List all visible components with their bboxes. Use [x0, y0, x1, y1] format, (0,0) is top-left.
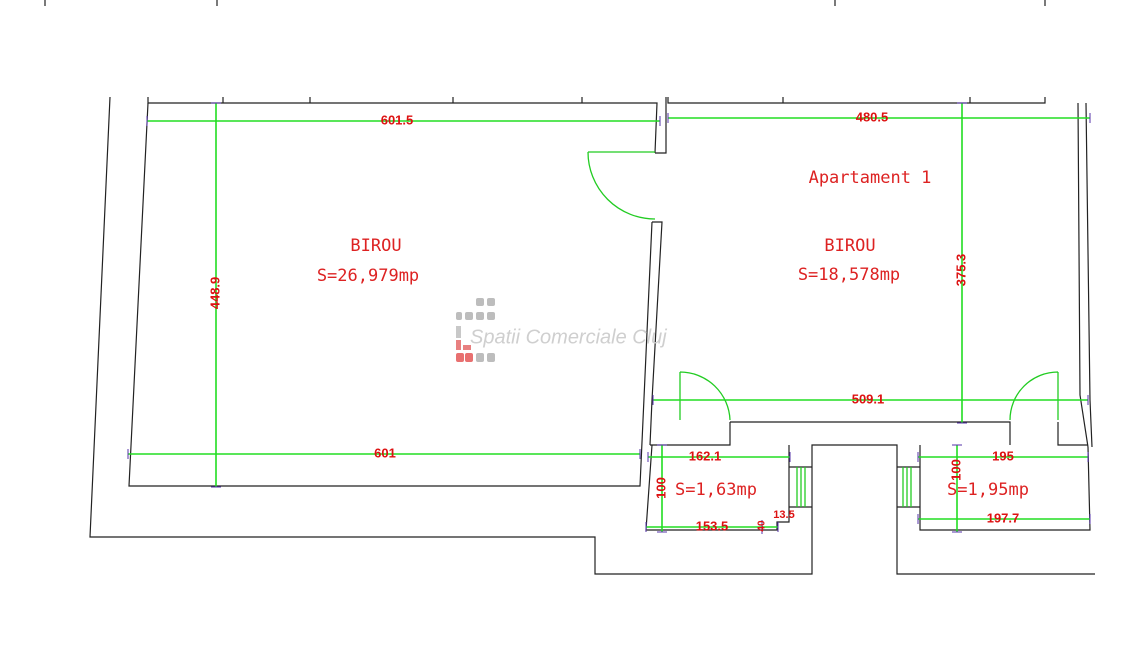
doors	[587, 151, 1059, 421]
watermark-text: Spatii Comerciale Cluj	[470, 326, 667, 348]
watermark-logo: Spatii Comerciale Cluj	[456, 298, 667, 362]
dim-top-right: 480.5	[856, 109, 889, 124]
room-name: BIROU	[824, 236, 875, 256]
dim-small1-bottom: 153.5	[696, 518, 729, 533]
room-area: S=1,63mp	[675, 480, 757, 500]
dim-small2-top: 195	[992, 448, 1014, 463]
dim-small2-bottom: 197.7	[987, 510, 1020, 525]
room-labels: Apartament 1 BIROU S=26,979mp BIROU S=18…	[317, 168, 1029, 500]
dim-right-height: 375.3	[953, 254, 968, 287]
dim-bottom-left: 601	[374, 445, 396, 460]
dim-small1-height: 100	[653, 477, 668, 499]
room-name: BIROU	[350, 236, 401, 256]
room-area: S=26,979mp	[317, 266, 419, 286]
dim-small1-step: 13.5	[773, 509, 794, 521]
dimension-labels: 601.5 480.5 448.9 375.3 509.1 601 162.1 …	[207, 109, 1019, 533]
dim-small2-height: 100	[948, 459, 963, 481]
apartment-label: Apartament 1	[809, 168, 932, 188]
dim-left-height: 448.9	[207, 277, 222, 310]
walls	[44, 0, 1095, 575]
dim-right-bottom: 509.1	[852, 391, 885, 406]
dim-top-left: 601.5	[381, 112, 414, 127]
room-area: S=18,578mp	[798, 265, 900, 285]
room-area: S=1,95mp	[947, 480, 1029, 500]
dim-small1-notch: 40	[757, 520, 768, 532]
dimension-lines	[127, 102, 1091, 534]
dim-small1-top: 162.1	[689, 448, 722, 463]
